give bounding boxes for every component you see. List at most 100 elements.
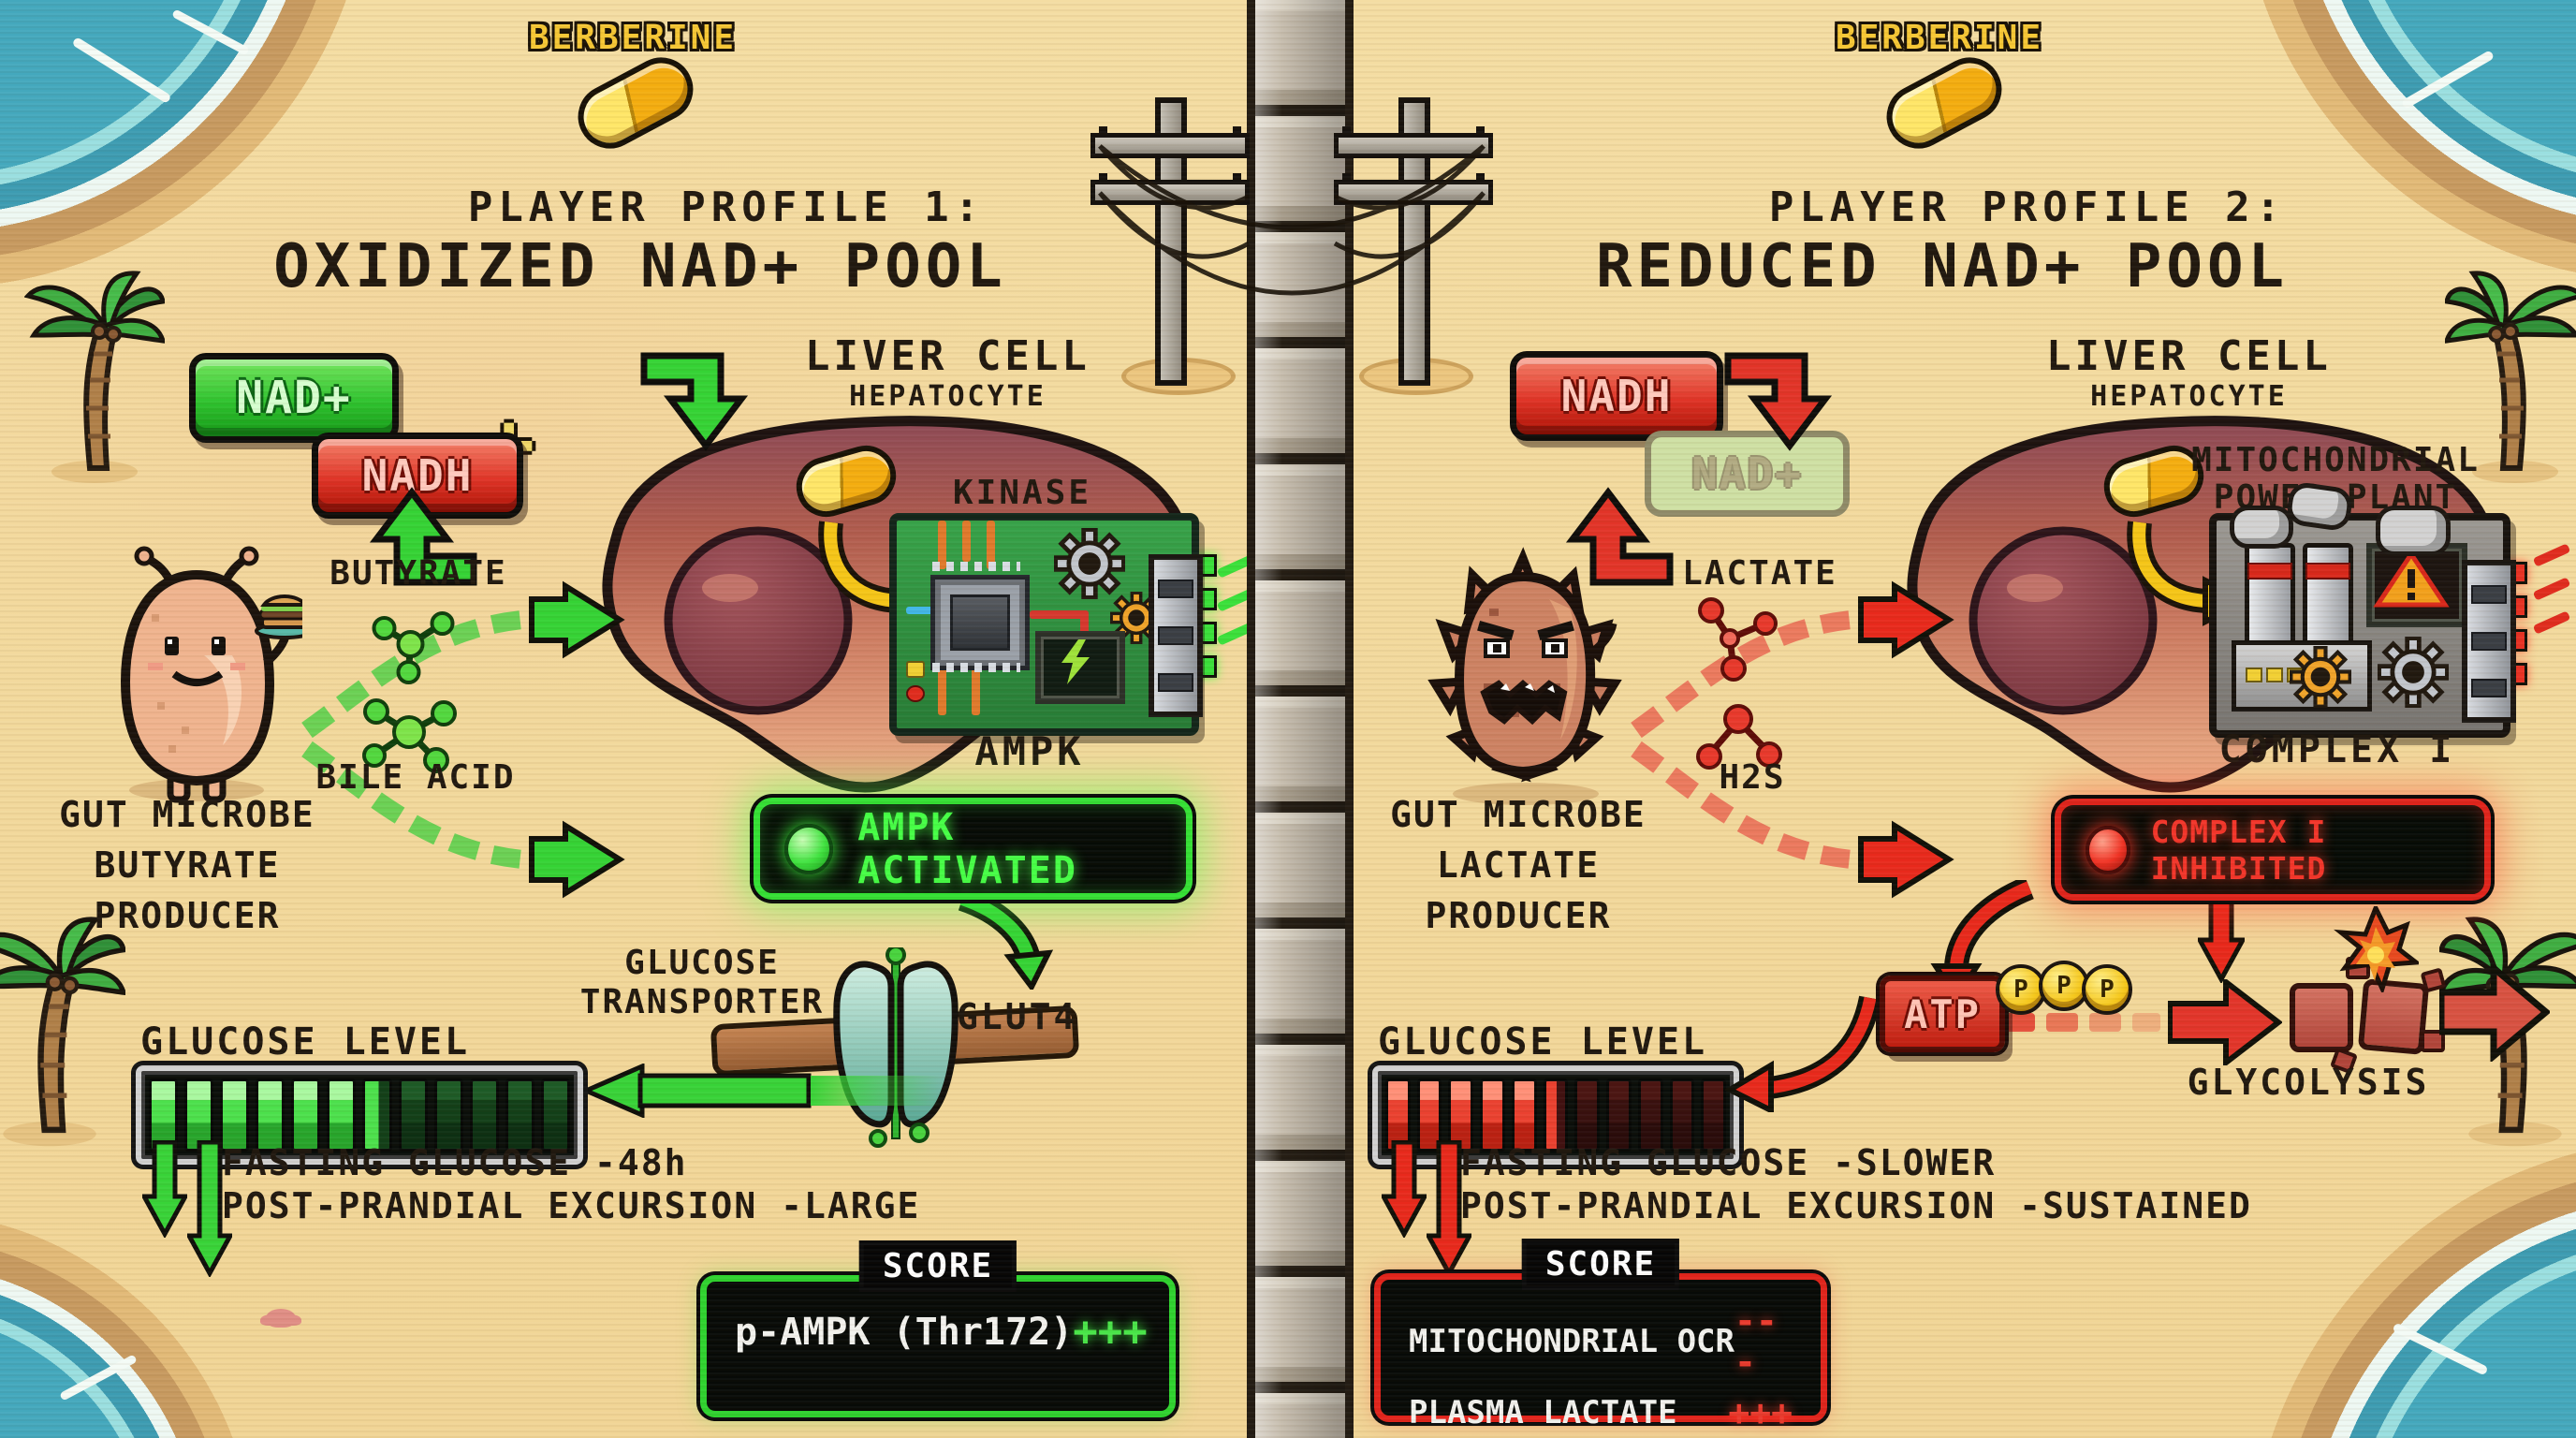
decrease-arrow-icon (142, 1140, 187, 1238)
note-line: POST-PRANDIAL EXCURSION -LARGE (222, 1185, 921, 1226)
led-icon (784, 823, 834, 874)
ampk-label: AMPK (974, 728, 1085, 774)
h2s-molecule-icon (1696, 704, 1782, 770)
ampk-circuit-board (889, 513, 1203, 736)
nadh-badge: NADH (1510, 351, 1723, 441)
stone-divider-column (1247, 0, 1354, 1438)
microbe-caption-line1: GUT MICROBE (1390, 794, 1647, 835)
warning-triangle-icon (2373, 550, 2450, 608)
profile-label: PLAYER PROFILE 2: (1768, 183, 2287, 231)
note-line: FASTING GLUCOSE -48h (222, 1142, 688, 1183)
pcb-trace (938, 521, 946, 569)
chip-pins (932, 663, 1020, 672)
status-indicator-ampk: AMPK ACTIVATED (754, 798, 1193, 900)
bile-acid-molecule-icon (362, 698, 457, 773)
explosion-flame-icon (2334, 906, 2419, 992)
score-row: PLASMA LACTATE +++ (1381, 1392, 1821, 1433)
score-row-label: PLASMA LACTATE (1409, 1394, 1677, 1431)
metabolite-label: H2S (1719, 758, 1786, 797)
gear-icon (1054, 528, 1125, 599)
score-tab: SCORE (1521, 1239, 1680, 1290)
score-title: SCORE (882, 1247, 994, 1285)
cell-title: LIVER CELL (2046, 332, 2332, 380)
berberine-label: BERBERINE (528, 19, 738, 57)
metabolite-label: BILE ACID (315, 758, 516, 797)
score-row-label: MITOCHONDRIAL OCR (1409, 1323, 1734, 1360)
smoke-puff-icon (2230, 506, 2293, 549)
meter-label: GLUCOSE LEVEL (140, 1020, 471, 1064)
cell-caption: LIVER CELL HEPATOCYTE (805, 332, 1090, 413)
metabolite-flow-arrows (301, 580, 625, 899)
cell-title: LIVER CELL (805, 332, 1090, 380)
pcb-indicator (906, 685, 925, 702)
gut-microbe-friendly-icon (120, 546, 302, 803)
pole-crossarm (1090, 126, 1250, 158)
berberine-label: BERBERINE (1835, 19, 2044, 57)
lactate-molecule-icon (1698, 597, 1778, 682)
microbe-caption-line1: GUT MICROBE (59, 794, 315, 835)
nad-badge: NAD+ (189, 353, 399, 443)
score-row: p-AMPK (Thr172) +++ (707, 1308, 1169, 1356)
nad-badge-faded: NAD+ (1645, 431, 1850, 517)
crab-sprite (266, 1309, 296, 1328)
profile-label: PLAYER PROFILE 1: (467, 183, 986, 231)
cycle-arrow-up-icon (1565, 487, 1674, 586)
plant-connector (2462, 560, 2516, 723)
score-row-value: +++ (1728, 1392, 1793, 1433)
score-row-value: --- (1734, 1300, 1778, 1383)
decrease-arrow-icon (1427, 1140, 1471, 1277)
chip-pins (932, 562, 1020, 571)
status-to-glut4-arrow (958, 891, 1054, 990)
glycolysis-label: GLYCOLYSIS (2187, 1062, 2430, 1103)
atp-to-meter-arrow (1723, 995, 1880, 1112)
nadh-badge: NADH (312, 433, 523, 519)
gear-icon (2378, 637, 2449, 708)
transporter-caption-line1: GLUCOSE (624, 944, 780, 982)
palm-tree-icon (24, 271, 165, 483)
pcb-trace (938, 668, 946, 715)
microbe-caption: GUT MICROBE LACTATE PRODUCER (1359, 789, 1677, 941)
microbe-caption-line3: PRODUCER (94, 895, 281, 936)
score-title: SCORE (1544, 1245, 1657, 1284)
status-text: COMPLEX I INHIBITED (2150, 813, 2327, 887)
onward-arrow (2439, 962, 2550, 1062)
pcb-trace (962, 521, 971, 562)
smoke-puff-icon (2376, 506, 2451, 556)
transporter-caption-line2: TRANSPORTER (579, 983, 825, 1021)
decrease-arrow-icon (187, 1140, 232, 1277)
status-indicator-complex1: COMPLEX I INHIBITED (2055, 799, 2491, 901)
phosphate-letter: P (2056, 972, 2071, 1000)
to-glycolysis-arrow (2168, 979, 2282, 1065)
complex1-label: COMPLEX I (2218, 728, 2456, 771)
status-text: AMPK ACTIVATED (857, 805, 1077, 892)
microbe-caption: GUT MICROBE BUTYRATE PRODUCER (28, 789, 346, 941)
trail-dash (2132, 1013, 2160, 1032)
trail-dash (2046, 1013, 2078, 1032)
pcb-trace (1030, 610, 1086, 619)
nadh-badge-text: NADH (1560, 371, 1673, 421)
note-line: POST-PRANDIAL EXCURSION -SUSTAINED (1460, 1185, 2252, 1226)
pcb-trace (972, 668, 980, 715)
palm-tree-icon (0, 917, 125, 1147)
trail-dash (2003, 1013, 2035, 1032)
palm-tree-icon (2445, 271, 2576, 483)
phosphate-letter: P (2100, 976, 2115, 1004)
phosphate-letter: P (2013, 976, 2028, 1004)
cell-subtitle: HEPATOCYTE (849, 380, 1046, 413)
atp-text: ATP (1904, 990, 1981, 1037)
metabolite-flow-arrows (1631, 580, 1954, 899)
transporter-caption: GLUCOSE TRANSPORTER (562, 944, 842, 1022)
kinase-label: KINASE (952, 474, 1092, 512)
nadh-badge-text: NADH (361, 450, 474, 501)
atp-badge: ATP (1880, 976, 2005, 1052)
pcb-trace (987, 521, 995, 569)
pcb-indicator (906, 661, 925, 678)
glucose-block (2290, 983, 2353, 1052)
profile-title: OXIDIZED NAD+ POOL (273, 232, 1007, 301)
alert-sparks (2532, 543, 2571, 635)
cell-caption: LIVER CELL HEPATOCYTE (2046, 332, 2332, 413)
gut-microbe-angry-icon (1427, 547, 1622, 805)
mitochondria-factory (2209, 513, 2516, 738)
nad-badge-text: NAD+ (236, 372, 352, 424)
